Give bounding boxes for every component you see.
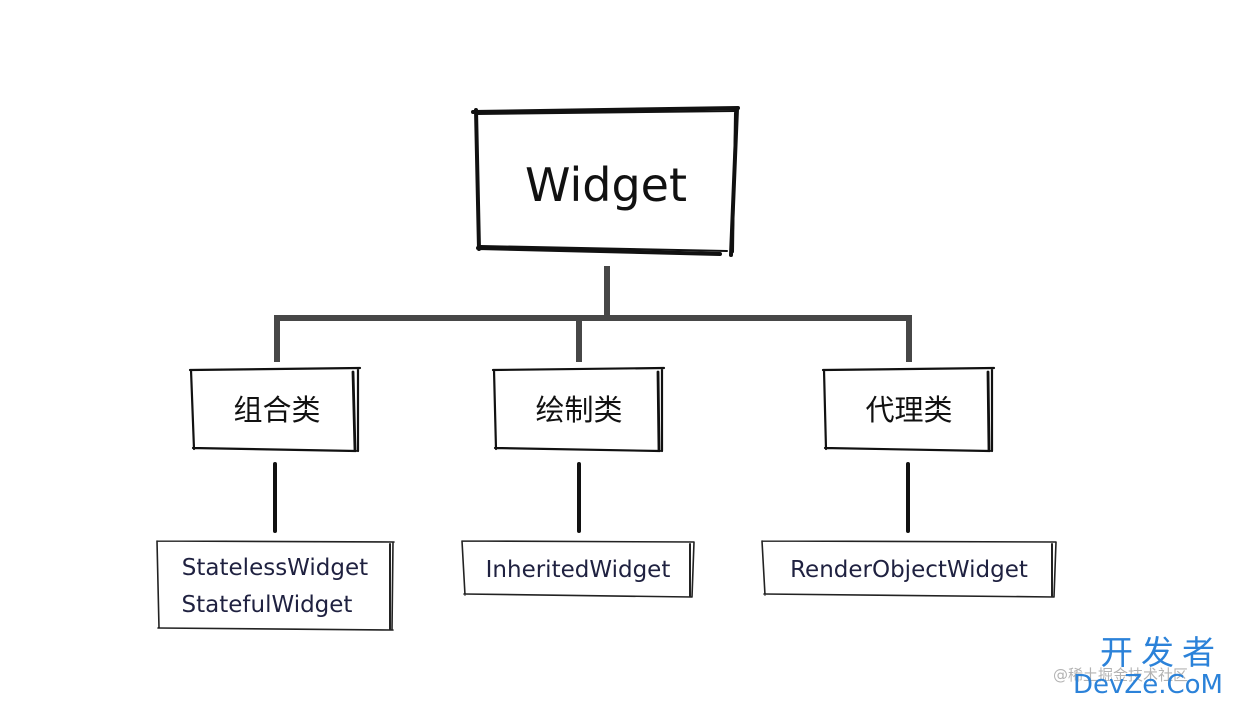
leaf-node-paint: InheritedWidget [461, 540, 695, 598]
leaf-label-stateless: StatelessWidget [182, 555, 368, 581]
watermark-en: DevZe.CoM [1073, 670, 1223, 700]
root-node: Widget [471, 106, 740, 257]
watermark: 开发者 @稀土掘金技术社区 DevZe.CoM [1053, 633, 1223, 700]
watermark-cn: 开发者 [1100, 633, 1223, 672]
leaf-node-composite: StatelessWidget StatefulWidget [156, 540, 395, 631]
root-label: Widget [525, 158, 687, 212]
watermark-overlay: @稀土掘金技术社区 [1053, 666, 1188, 684]
category-label-composite: 组合类 [233, 393, 320, 427]
leaf-label-inherited: InheritedWidget [486, 557, 671, 583]
category-node-proxy: 代理类 [821, 366, 996, 453]
category-node-paint: 绘制类 [491, 366, 666, 453]
category-label-proxy: 代理类 [865, 393, 952, 427]
category-label-paint: 绘制类 [535, 393, 622, 427]
leaf-node-proxy: RenderObjectWidget [761, 540, 1057, 598]
leaf-label-stateful: StatefulWidget [182, 592, 353, 618]
root-connector [274, 266, 912, 362]
leaf-label-renderobject: RenderObjectWidget [790, 557, 1028, 583]
category-node-composite: 组合类 [188, 366, 362, 453]
